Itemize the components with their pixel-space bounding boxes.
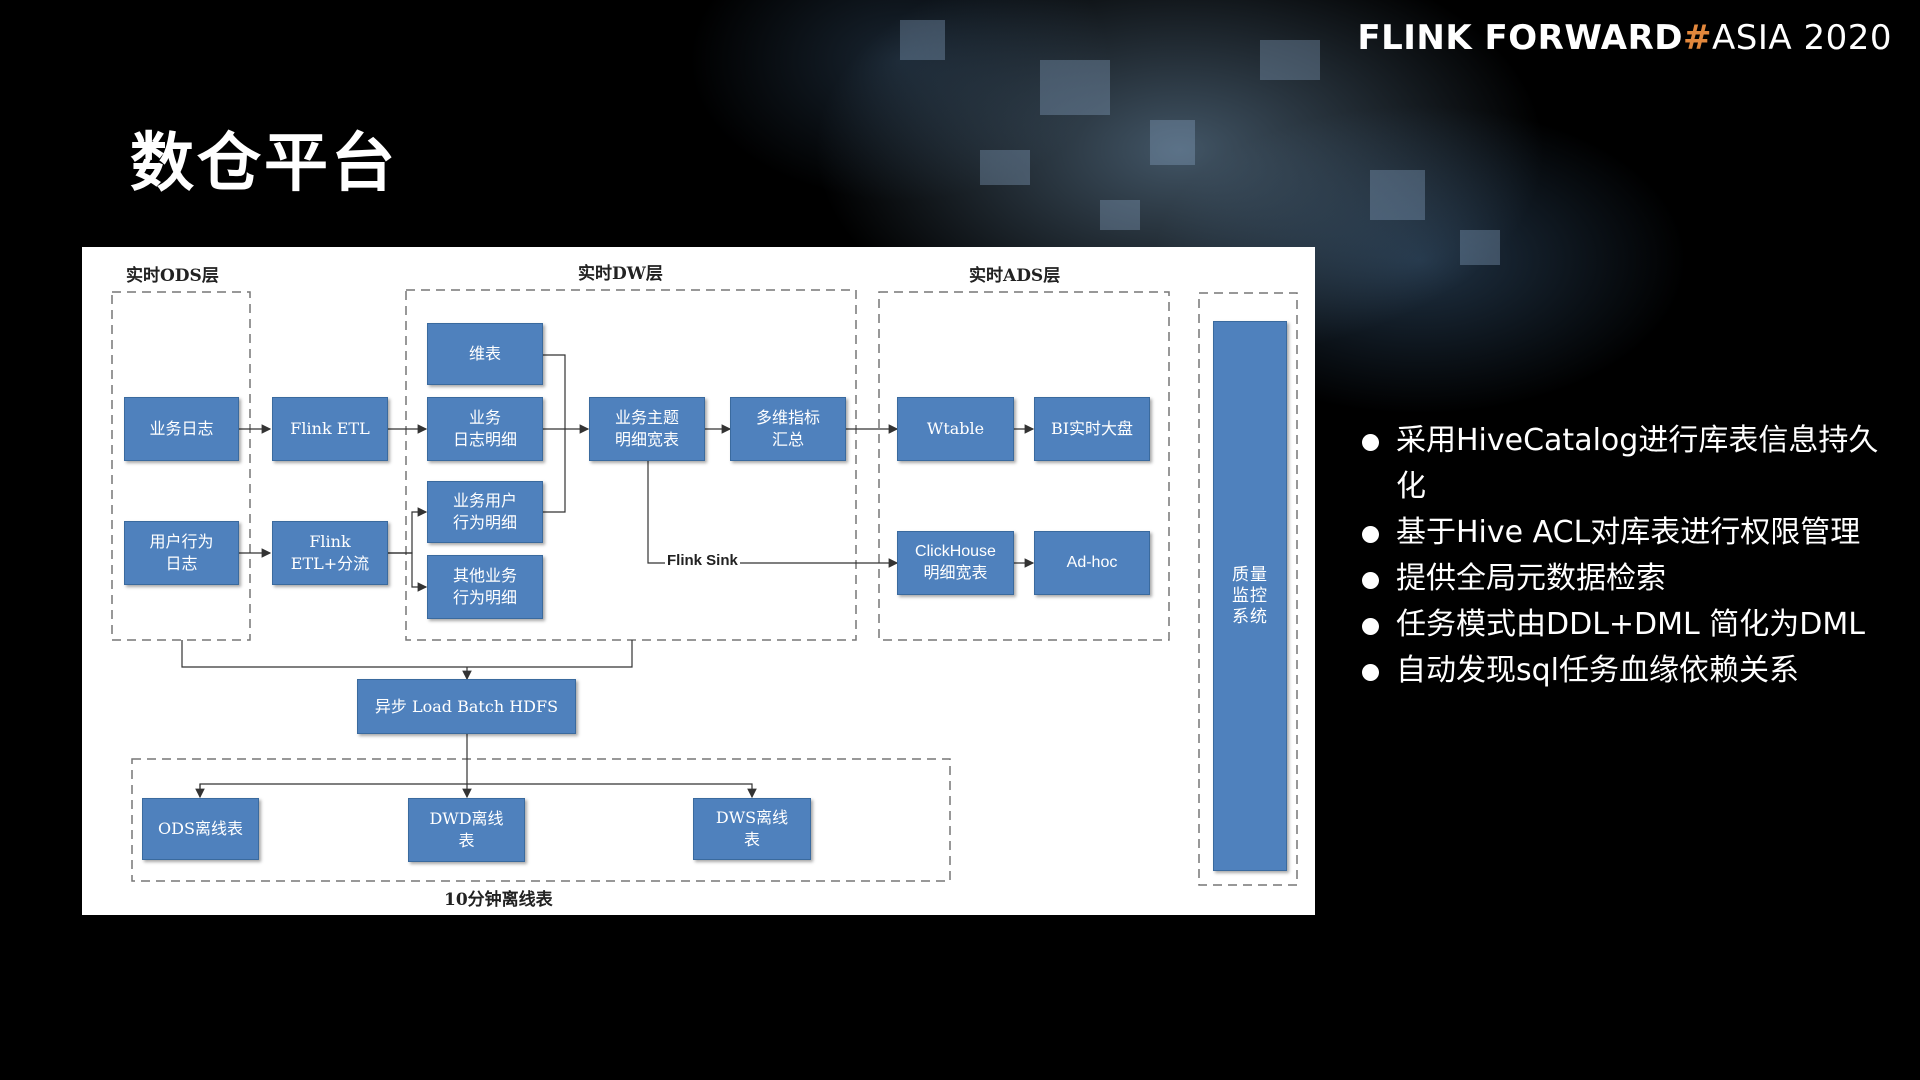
- dwd-offline-box: DWD离线 表: [408, 798, 525, 862]
- diagram-lines: [111, 289, 1298, 886]
- architecture-diagram: 实时ODS层 实时DW层 实时ADS层 10分钟离线表 业务日志 用户行为 日志…: [82, 247, 1315, 915]
- flink-etl-box: Flink ETL: [272, 397, 388, 461]
- biz-log-box: 业务日志: [124, 397, 239, 461]
- page-title: 数仓平台: [130, 127, 398, 201]
- bullet-item: 基于Hive ACL对库表进行权限管理: [1360, 510, 1900, 556]
- multi-dim-box: 多维指标 汇总: [730, 397, 846, 461]
- ods-offline-box: ODS离线表: [142, 798, 259, 860]
- dws-offline-box: DWS离线 表: [693, 798, 811, 860]
- wide-table-box: 业务主题 明细宽表: [589, 397, 705, 461]
- bullet-item: 提供全局元数据检索: [1360, 556, 1900, 602]
- feature-list: 采用HiveCatalog进行库表信息持久化 基于Hive ACL对库表进行权限…: [1360, 418, 1900, 694]
- flink-etl-split-box: Flink ETL+分流: [272, 521, 388, 585]
- flink-sink-label: Flink Sink: [665, 552, 740, 569]
- dw-layer-label: 实时DW层: [578, 264, 663, 284]
- bullet-item: 任务模式由DDL+DML 简化为DML: [1360, 602, 1900, 648]
- wtable-box: Wtable: [897, 397, 1014, 461]
- ods-layer-frame: [111, 291, 251, 641]
- async-load-box: 异步 Load Batch HDFS: [357, 679, 576, 734]
- bullet-item: 自动发现sql任务血缘依赖关系: [1360, 648, 1900, 694]
- ads-layer-label: 实时ADS层: [969, 266, 1061, 286]
- clickhouse-box: ClickHouse 明细宽表: [897, 531, 1014, 595]
- user-log-box: 用户行为 日志: [124, 521, 239, 585]
- dw-layer-frame: [405, 289, 857, 641]
- offline-layer-label: 10分钟离线表: [444, 890, 553, 910]
- biz-user-detail-box: 业务用户 行为明细: [427, 481, 543, 543]
- brand-logo: FLINK FORWARD#ASIA 2020: [1357, 18, 1892, 58]
- biz-log-detail-box: 业务 日志明细: [427, 397, 543, 461]
- other-detail-box: 其他业务 行为明细: [427, 555, 543, 619]
- ads-layer-frame: [878, 291, 1170, 641]
- offline-layer-frame: [131, 758, 951, 882]
- bullet-item: 采用HiveCatalog进行库表信息持久化: [1360, 418, 1900, 510]
- ods-layer-label: 实时ODS层: [126, 266, 219, 286]
- quality-frame: [1198, 292, 1298, 886]
- bi-dashboard-box: BI实时大盘: [1034, 397, 1150, 461]
- quality-monitor-box: 质量 监控 系统: [1213, 321, 1287, 871]
- dim-table-box: 维表: [427, 323, 543, 385]
- adhoc-box: Ad-hoc: [1034, 531, 1150, 595]
